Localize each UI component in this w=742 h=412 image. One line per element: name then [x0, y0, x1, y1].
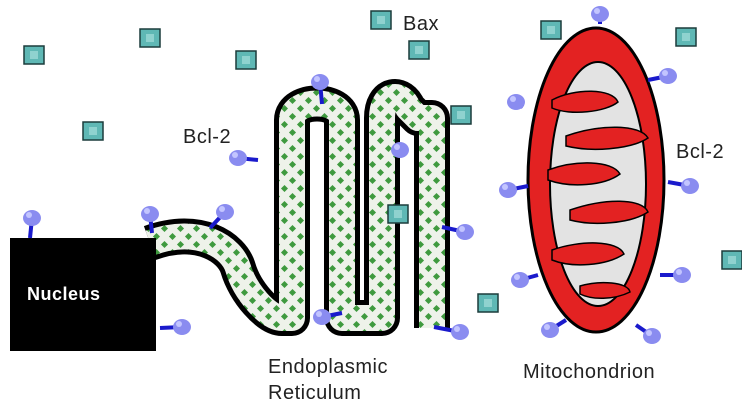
bax-protein-icon — [722, 251, 742, 269]
bcl2-protein-icon — [23, 210, 41, 238]
nucleus-label: Nucleus — [27, 285, 101, 303]
bcl2-protein-icon — [210, 204, 234, 228]
bcl2-protein-icon — [434, 324, 469, 340]
bcl2-protein-icon — [229, 150, 258, 166]
bax-protein-icon — [140, 29, 160, 47]
bax-protein-icon — [371, 11, 391, 29]
mitochondrion — [528, 28, 664, 332]
bcl2-label-right: Bcl-2 — [676, 142, 724, 162]
bax-protein-icon — [24, 46, 44, 64]
er-label-line2: Reticulum — [268, 383, 361, 403]
bax-protein-icon — [541, 21, 561, 39]
bcl2-protein-icon — [660, 267, 691, 283]
bcl2-protein-icon — [499, 182, 528, 198]
bax-label: Bax — [403, 14, 439, 34]
bax-protein-icon — [451, 106, 471, 124]
bcl2-label-left: Bcl-2 — [183, 127, 231, 147]
bcl2-protein-icon — [591, 6, 609, 24]
bcl2-protein-icon — [541, 320, 566, 338]
bax-protein-icon — [676, 28, 696, 46]
bax-protein-icon — [388, 205, 408, 223]
bcl2-protein-icon — [636, 325, 661, 344]
mitochondrion-label: Mitochondrion — [523, 362, 655, 382]
bax-protein-icon — [236, 51, 256, 69]
bcl2-protein-icon — [511, 272, 538, 288]
bcl2-protein-icon — [648, 68, 677, 84]
bcl2-protein-icon — [160, 319, 191, 335]
bax-protein-icon — [83, 122, 103, 140]
er-label-line1: Endoplasmic — [268, 357, 388, 377]
bax-protein-icon — [409, 41, 429, 59]
bcl2-protein-icon — [507, 94, 525, 110]
bax-protein-icon — [478, 294, 498, 312]
bcl2-protein-icon — [391, 142, 409, 158]
bcl2-protein-icon — [668, 178, 699, 194]
